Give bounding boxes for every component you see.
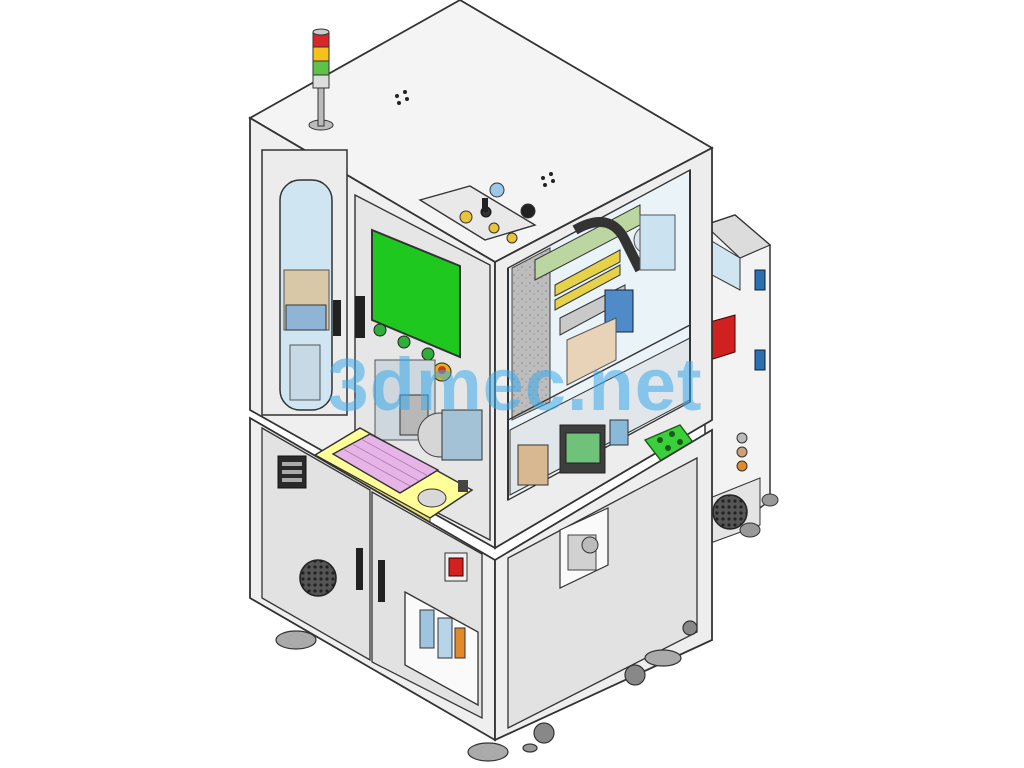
panel-button-1-icon[interactable] (373, 323, 387, 337)
warning-label (709, 314, 736, 361)
signal-light-green (312, 60, 330, 76)
power-switch-icon[interactable] (448, 557, 464, 577)
mouse-icon[interactable] (417, 488, 447, 508)
signal-tower (308, 28, 334, 131)
aux-cabinet (703, 214, 779, 546)
hmi-screen[interactable] (371, 228, 461, 359)
roof-details (395, 90, 555, 244)
fan-icon (712, 494, 748, 530)
feet (275, 620, 698, 762)
signal-light-yellow (312, 46, 330, 62)
start-button-icon[interactable] (459, 210, 473, 224)
keyboard[interactable] (331, 433, 440, 494)
cabinet-side-panel (507, 456, 698, 730)
fan-grille-icon (299, 559, 337, 597)
panel-button-3-icon[interactable] (421, 347, 435, 361)
right-enclosure (507, 168, 697, 502)
control-box (418, 185, 537, 241)
panel-button-2-icon[interactable] (397, 335, 411, 349)
left-window (261, 149, 348, 416)
